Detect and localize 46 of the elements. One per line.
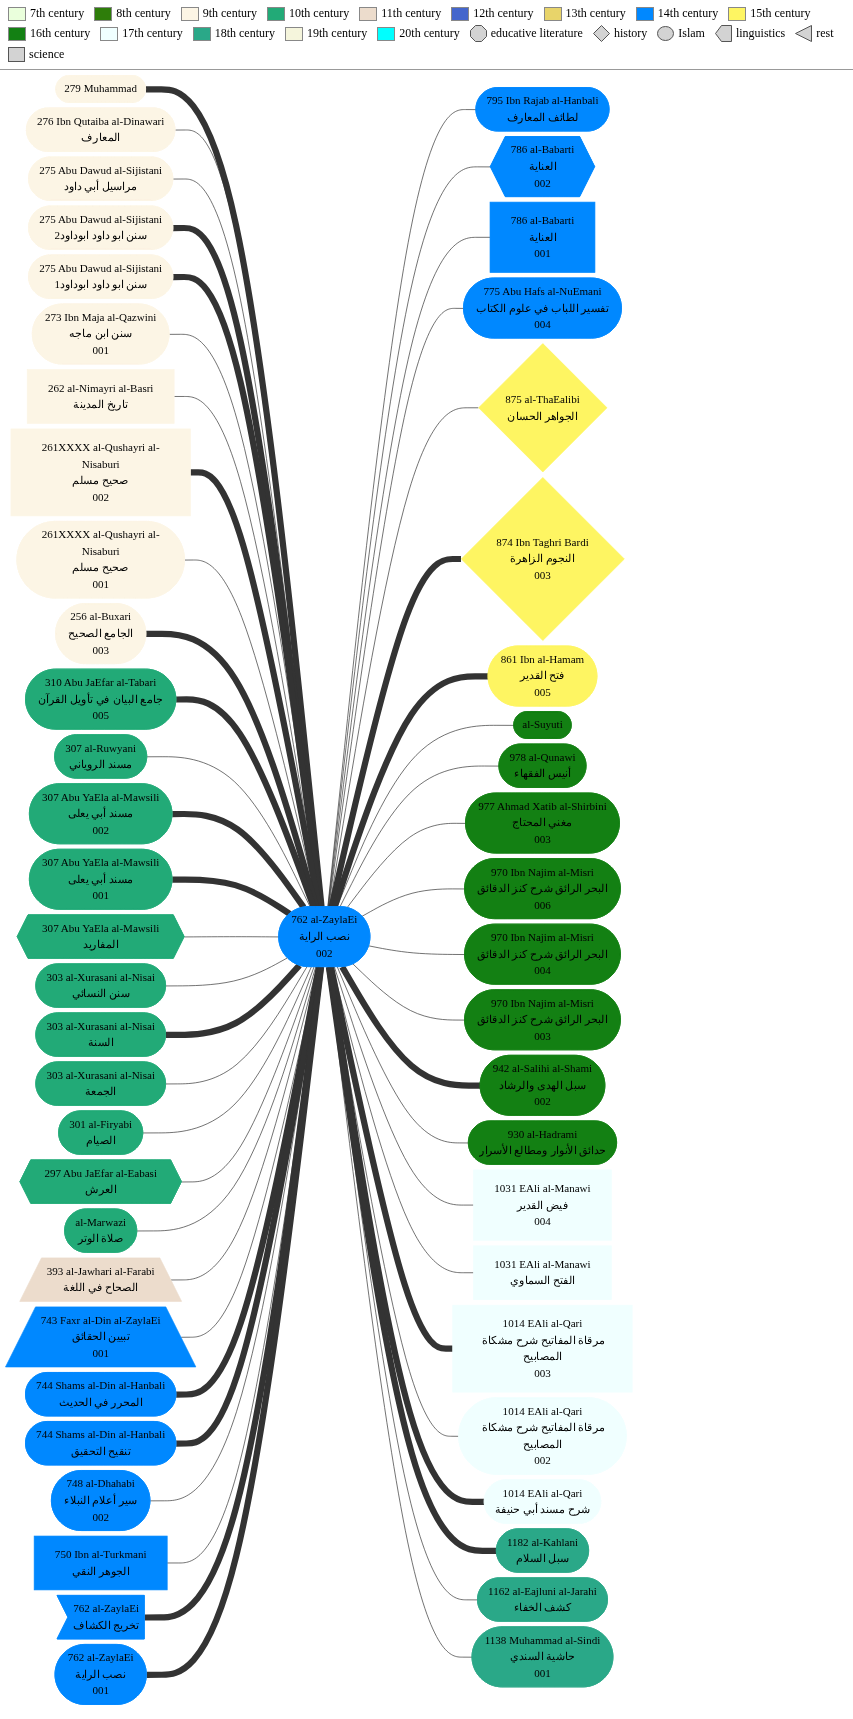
- connector: [339, 965, 481, 1089]
- connector: [165, 966, 308, 1085]
- connector: [368, 945, 466, 955]
- legend-label: science: [29, 47, 65, 62]
- connector: [334, 966, 474, 1206]
- connector: [146, 756, 311, 908]
- legend-label: Islam: [678, 26, 705, 41]
- connector: [332, 966, 474, 1274]
- connector: [136, 966, 317, 1232]
- connector: [327, 109, 477, 908]
- connector: [361, 888, 466, 917]
- legend-label: 20th century: [399, 26, 460, 41]
- connector: [328, 555, 461, 908]
- connector: [329, 966, 460, 1437]
- connector: [181, 966, 315, 1183]
- connector: [328, 308, 465, 908]
- connector: [346, 823, 467, 909]
- legend-label: 11th century: [381, 6, 442, 21]
- connector: [146, 630, 319, 908]
- legend-label: 12th century: [473, 6, 534, 21]
- legend-label: educative literature: [490, 26, 583, 41]
- legend-label: rest: [816, 26, 834, 41]
- legend-label: 10th century: [289, 6, 350, 21]
- legend-label: 17th century: [122, 26, 183, 41]
- connector: [165, 957, 288, 987]
- legend-label: 19th century: [307, 26, 368, 41]
- connector: [165, 963, 302, 1039]
- connector: [325, 966, 497, 1554]
- legend-label: 18th century: [214, 26, 275, 41]
- connector: [142, 966, 312, 1134]
- connector: [352, 963, 466, 1021]
- connector: [336, 966, 470, 1144]
- legend-label: 8th century: [116, 6, 171, 21]
- connector: [336, 724, 515, 908]
- connector: [329, 407, 479, 908]
- legend-label: 16th century: [30, 26, 91, 41]
- connector: [339, 765, 500, 908]
- legend-label: 9th century: [202, 6, 257, 21]
- connector: [172, 876, 292, 917]
- legend-label: linguistics: [735, 26, 786, 41]
- legend-label: 7th century: [30, 6, 85, 21]
- legend-label: 15th century: [750, 6, 811, 21]
- legend-label: 14th century: [657, 6, 719, 21]
- legend-label: 13th century: [565, 6, 626, 21]
- legend-label: history: [613, 26, 648, 41]
- connector: [145, 86, 325, 908]
